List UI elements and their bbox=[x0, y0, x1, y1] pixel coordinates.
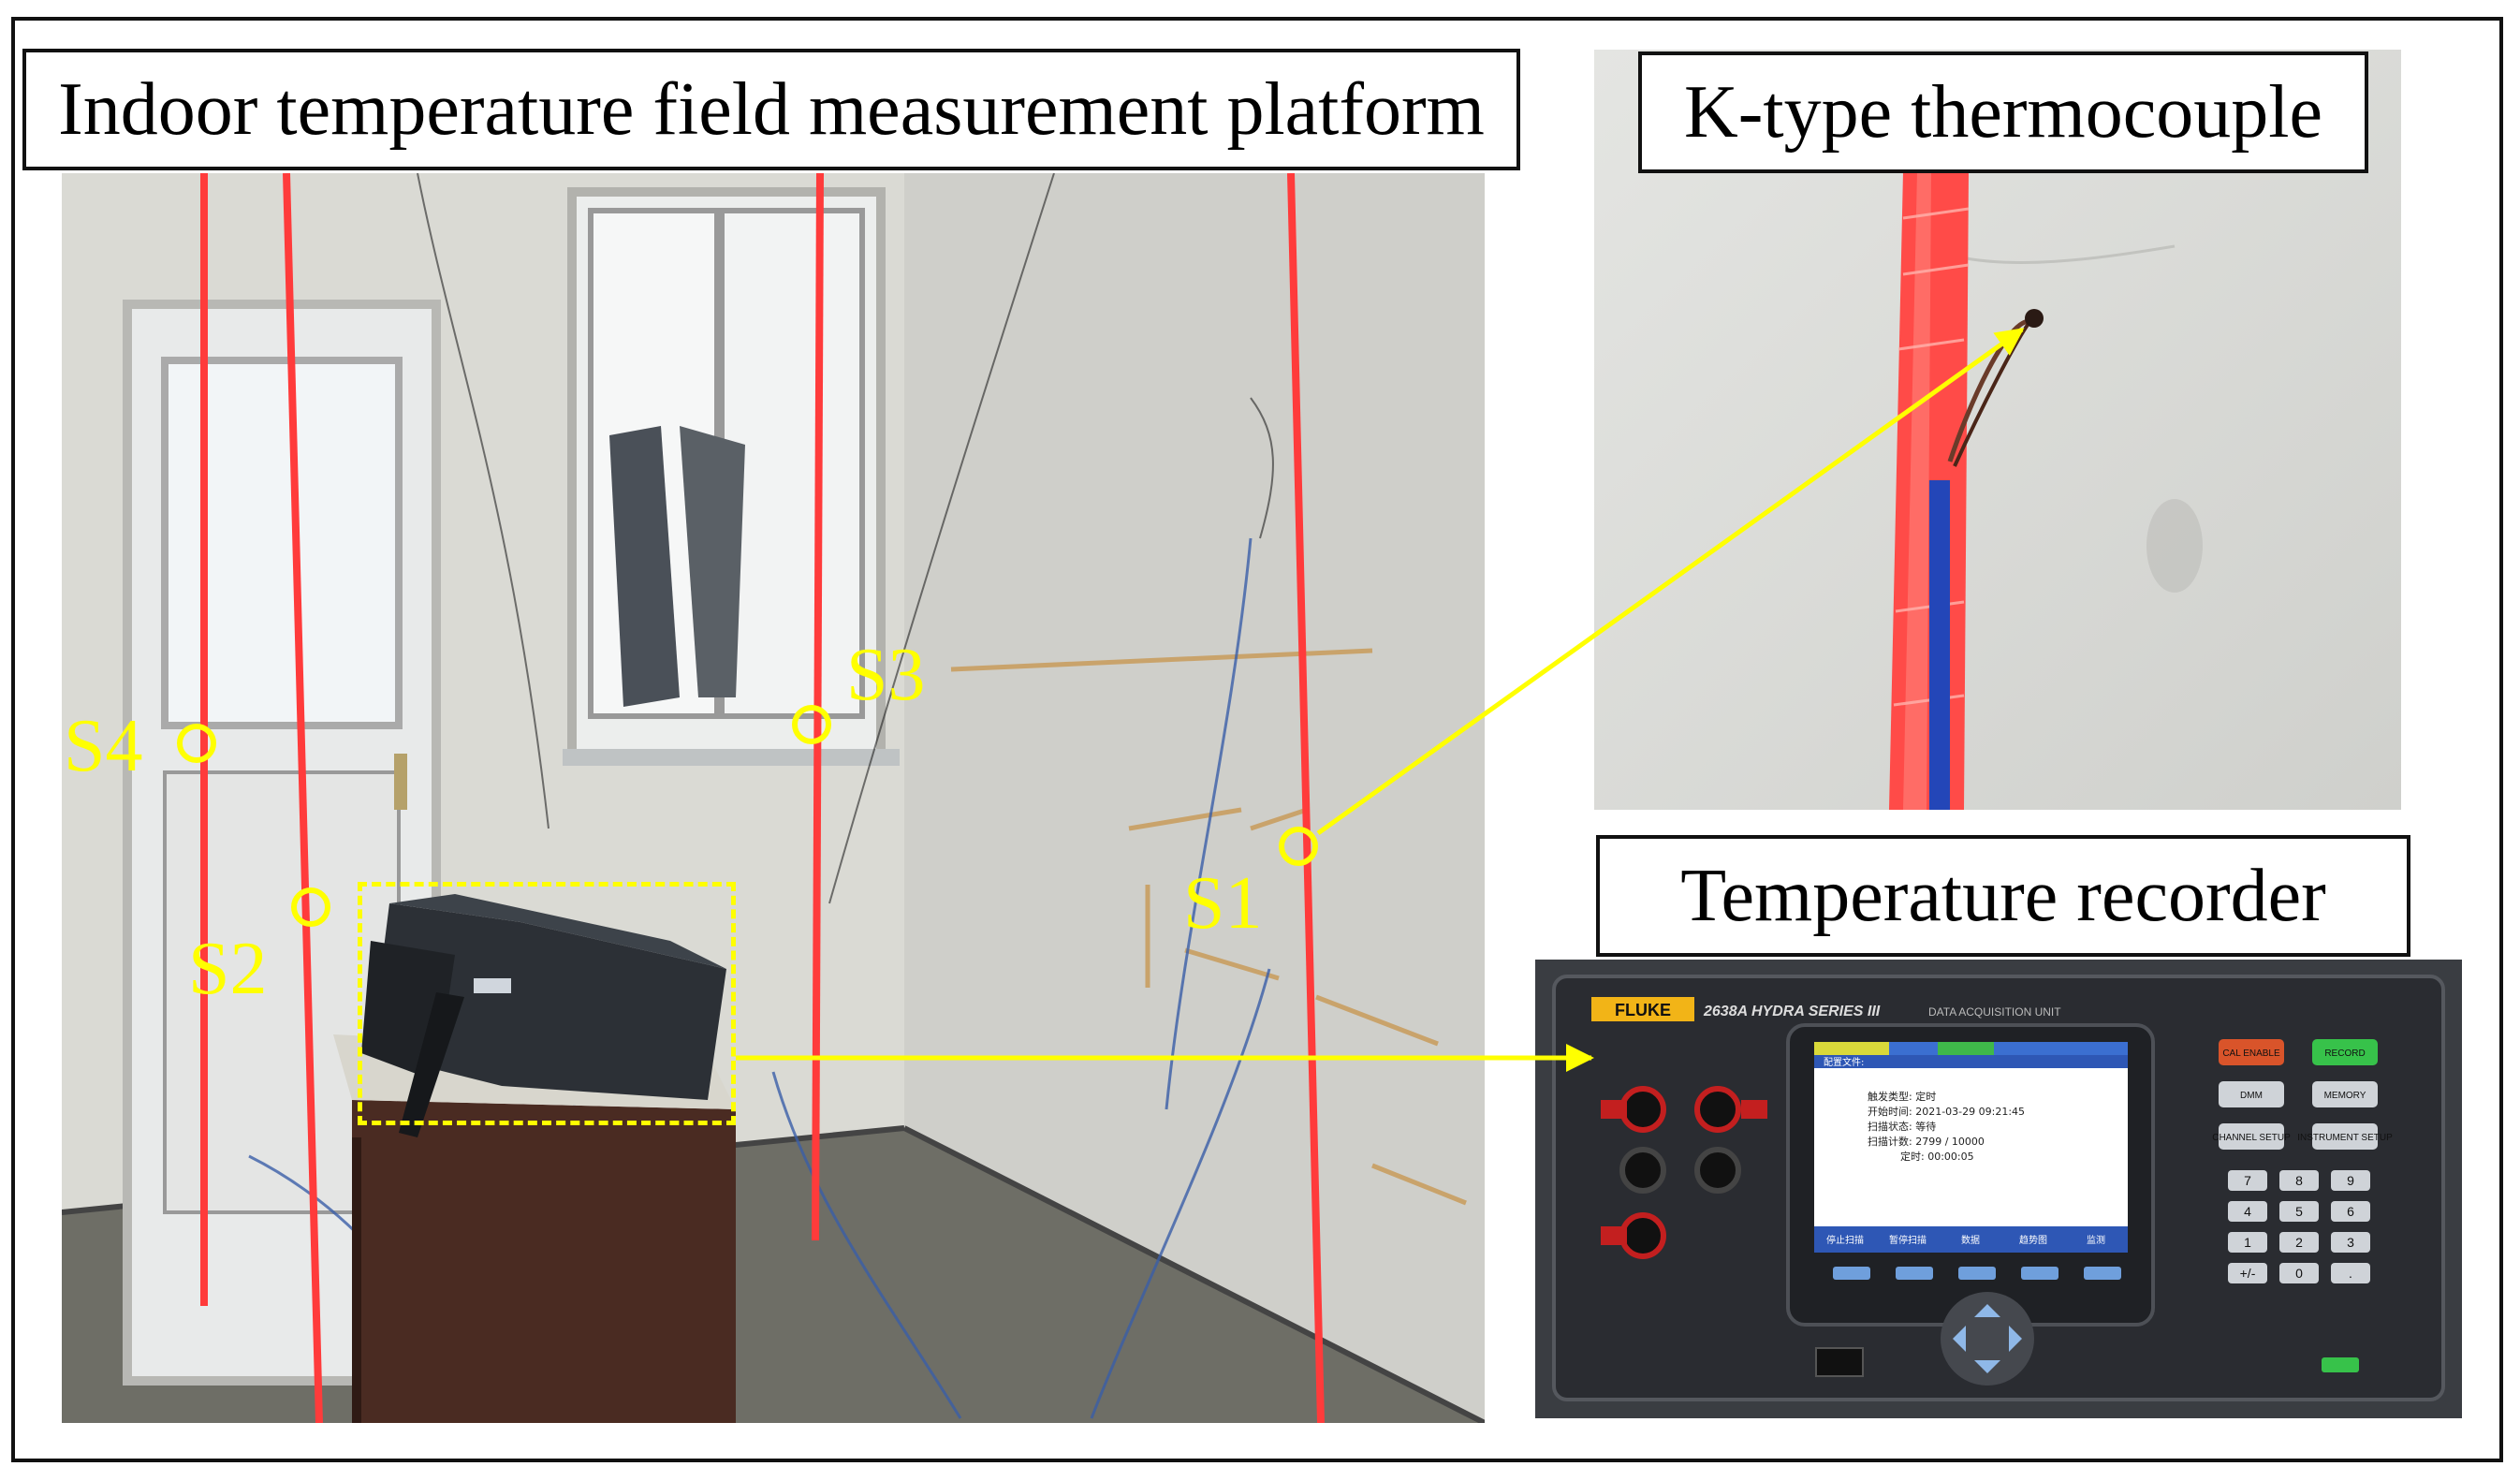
brand-text: FLUKE bbox=[1615, 1001, 1671, 1019]
thermocouple-scene bbox=[1594, 50, 2401, 810]
key-0: 0 bbox=[2295, 1266, 2303, 1281]
arrow-to-thermocouple bbox=[1316, 327, 2025, 836]
key-3: 3 bbox=[2347, 1235, 2354, 1250]
softkey-label-3: 数据 bbox=[1961, 1234, 1980, 1246]
key-9: 9 bbox=[2347, 1173, 2354, 1188]
recorder-title: Temperature recorder bbox=[1596, 835, 2410, 957]
softkey-label-1: 停止扫描 bbox=[1826, 1234, 1864, 1246]
thermocouple-photo bbox=[1594, 50, 2401, 810]
key-1: 1 bbox=[2244, 1235, 2251, 1250]
screen-start-time: 开始时间: 2021-03-29 09:21:45 bbox=[1868, 1105, 2025, 1118]
softkey-label-4: 趋势图 bbox=[2019, 1234, 2047, 1246]
recorder-highlight-box bbox=[358, 882, 736, 1125]
sensor-label-s1: S1 bbox=[1183, 862, 1263, 945]
button-label-memory: MEMORY bbox=[2324, 1091, 2366, 1101]
button-label-instrument-setup: INSTRUMENT SETUP bbox=[2297, 1133, 2393, 1143]
key-4: 4 bbox=[2244, 1204, 2251, 1219]
screen-scan-state: 扫描状态: 等待 bbox=[1868, 1120, 1936, 1133]
room-scene bbox=[62, 173, 1485, 1423]
key-decimal: . bbox=[2349, 1266, 2352, 1281]
subtitle-text: DATA ACQUISITION UNIT bbox=[1928, 1005, 2061, 1019]
sensor-label-s2: S2 bbox=[188, 928, 268, 1010]
key-5: 5 bbox=[2295, 1204, 2303, 1219]
key-7: 7 bbox=[2244, 1173, 2251, 1188]
key-plus-minus: +/- bbox=[2240, 1266, 2256, 1281]
button-label-dmm: DMM bbox=[2240, 1091, 2263, 1101]
thermocouple-title: K-type thermocouple bbox=[1638, 51, 2368, 173]
key-8: 8 bbox=[2295, 1173, 2303, 1188]
recorder-device: FLUKE 2638A HYDRA SERIES III DATA ACQUIS… bbox=[1535, 960, 2462, 1418]
button-label-channel-setup: CHANNEL SETUP bbox=[2212, 1133, 2291, 1143]
screen-scan-count: 扫描计数: 2799 / 10000 bbox=[1868, 1135, 1985, 1148]
sensor-marker-s3 bbox=[792, 705, 831, 744]
platform-title: Indoor temperature field measurement pla… bbox=[22, 49, 1520, 170]
sensor-label-s3: S3 bbox=[846, 634, 926, 716]
softkey-label-5: 监测 bbox=[2087, 1234, 2105, 1246]
screen-timer: 定时: 00:00:05 bbox=[1900, 1150, 1974, 1163]
screen-scan-type: 触发类型: 定时 bbox=[1868, 1090, 1936, 1103]
model-text: 2638A HYDRA SERIES III bbox=[1703, 1004, 1881, 1019]
sensor-label-s4: S4 bbox=[64, 705, 143, 787]
sensor-marker-s1 bbox=[1279, 827, 1318, 866]
sensor-marker-s4 bbox=[177, 724, 216, 763]
button-label-cal: CAL ENABLE bbox=[2222, 1048, 2280, 1059]
softkey-label-2: 暂停扫描 bbox=[1889, 1234, 1927, 1246]
recorder-photo: FLUKE 2638A HYDRA SERIES III DATA ACQUIS… bbox=[1535, 960, 2462, 1418]
key-2: 2 bbox=[2295, 1235, 2303, 1250]
sensor-marker-s2 bbox=[291, 887, 330, 927]
room-photo: S1 S2 S3 S4 bbox=[62, 173, 1485, 1423]
key-6: 6 bbox=[2347, 1204, 2354, 1219]
button-label-record: RECORD bbox=[2324, 1048, 2365, 1059]
screen-config-label: 配置文件: bbox=[1824, 1056, 1864, 1068]
